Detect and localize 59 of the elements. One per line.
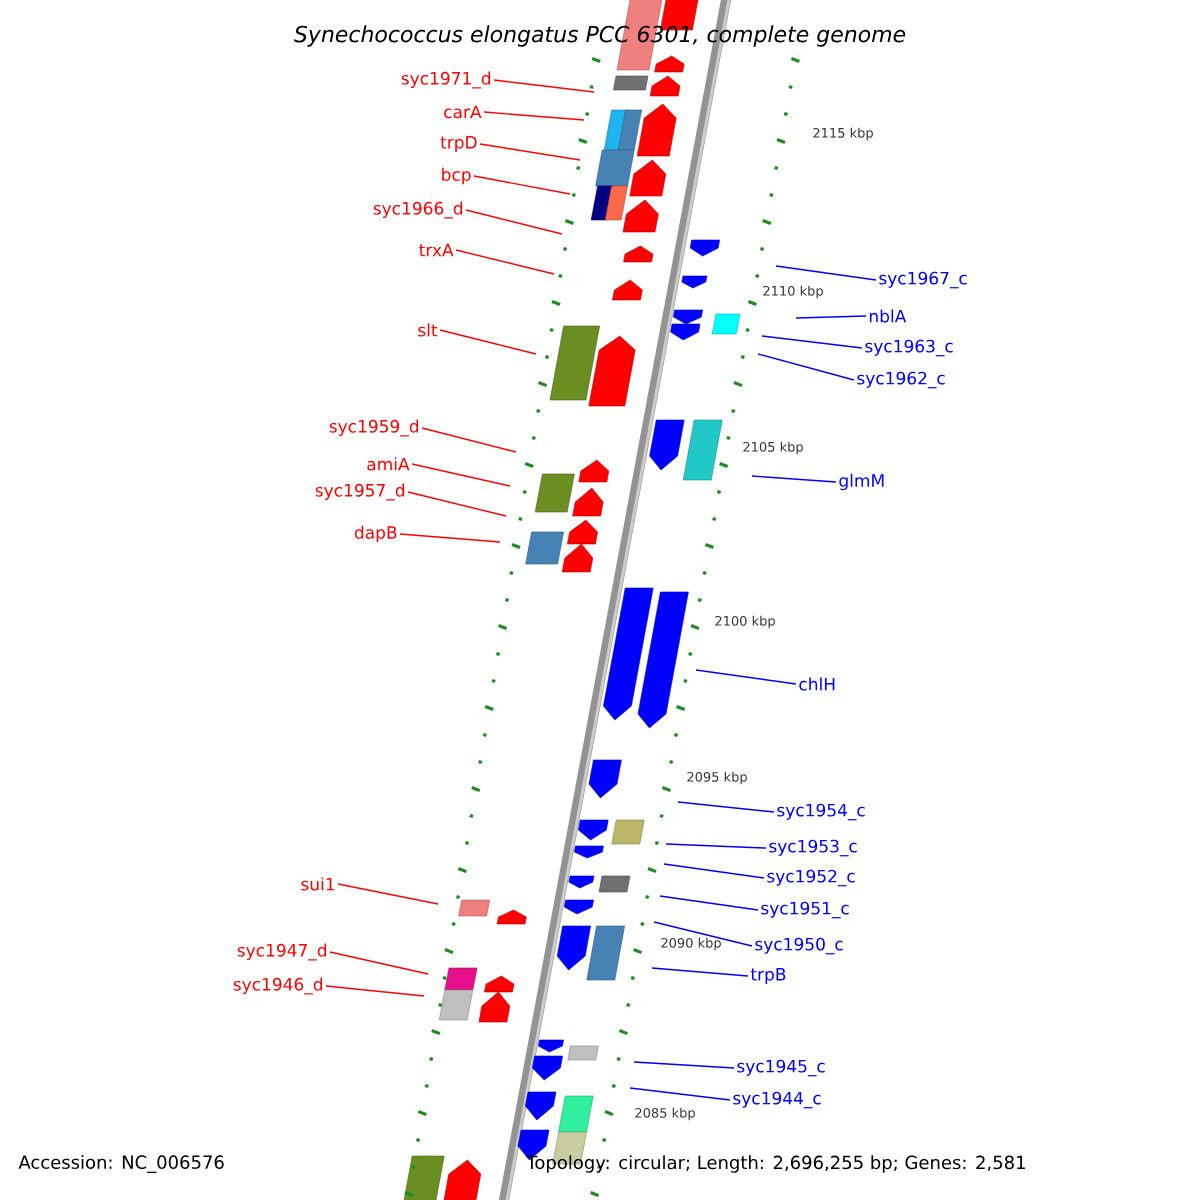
gene-label: chlH [799, 677, 835, 691]
leader-line [775, 265, 877, 281]
gene-label: syc1946_d [233, 977, 323, 995]
gene-label: syc1962_c [857, 371, 945, 389]
leader-line [421, 427, 517, 453]
leader-line [677, 801, 775, 813]
leader-line [399, 533, 501, 543]
gene-label: nblA [869, 309, 907, 323]
gene-label: sui1 [301, 877, 335, 891]
gene-label: syc1945_c [737, 1059, 825, 1077]
leader-line [757, 353, 855, 381]
gene-label: syc1963_c [865, 339, 953, 357]
leader-line [411, 463, 511, 487]
leader-line [407, 491, 507, 517]
gene-label: syc1950_c [755, 937, 843, 955]
leader-line [659, 895, 759, 911]
leader-line [695, 669, 797, 685]
info-text: Accession: NC_006576 [18, 1155, 224, 1173]
gene-label: glmM [839, 473, 884, 491]
gene-label: trpB [750, 968, 786, 984]
gene-label: bcp [442, 167, 471, 185]
leader-line [439, 329, 537, 355]
leader-line [329, 951, 429, 975]
gene-label: syc1947_d [237, 943, 327, 961]
gene-label: syc1952_c [767, 869, 855, 887]
gene-label: slt [418, 323, 438, 337]
gene-label: syc1951_c [761, 901, 849, 919]
leader-line [325, 985, 425, 997]
leader-line [465, 209, 563, 235]
leader-line [337, 883, 439, 905]
gene-label: syc1966_d [373, 201, 463, 219]
gene-label: trxA [419, 243, 454, 257]
info-text: Topology: circular; Length: 2,696,255 bp; Genes: 2,581 [526, 1155, 1025, 1173]
leader-line [473, 175, 571, 195]
gene-label: syc1953_c [769, 839, 857, 857]
leader-line [479, 143, 581, 161]
leader-line [751, 475, 837, 483]
gene-label: carA [444, 105, 482, 119]
gene-label: syc1944_c [733, 1091, 821, 1109]
leader-line [633, 1061, 735, 1069]
gene-label: dapB [354, 525, 397, 543]
title: Synechococcus elongatus PCC 6301, complete genome [294, 25, 906, 47]
gene-label: syc1954_c [777, 803, 865, 821]
leader-line [455, 249, 555, 275]
leader-line [761, 335, 863, 349]
leader-line [483, 111, 585, 121]
gene-label: syc1971_d [401, 71, 491, 89]
gene-label: syc1959_d [329, 419, 419, 437]
leader-line [665, 843, 767, 849]
leader-line [629, 1087, 731, 1101]
gene-label: amiA [367, 457, 410, 471]
leader-line [795, 315, 867, 319]
gene-label: syc1957_d [315, 483, 405, 501]
leader-line [653, 921, 753, 947]
leader-line [651, 967, 749, 977]
leader-line [493, 79, 595, 93]
gene-label: trpD [440, 136, 477, 152]
gene-label: syc1967_c [879, 271, 967, 289]
leader-line [663, 863, 765, 879]
